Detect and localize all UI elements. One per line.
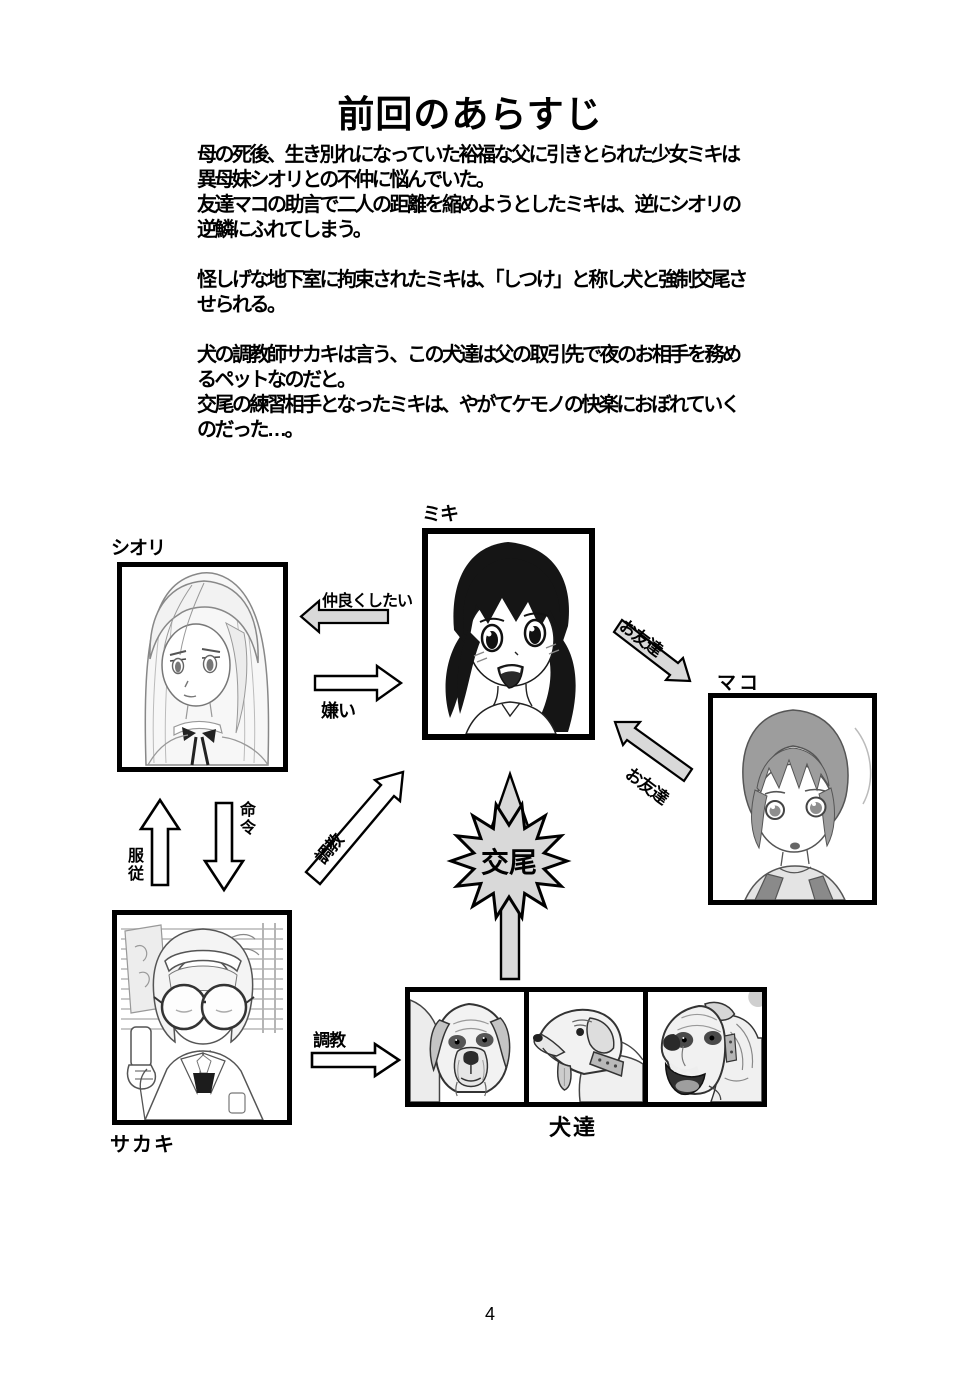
synopsis-line: 逆鱗にふれてしまう。: [197, 219, 373, 241]
mating-starburst: [446, 800, 572, 922]
label-friends-to-miki: お友達: [621, 763, 672, 809]
arrow-obedience: [138, 797, 182, 887]
label-wants-friends: 仲良くしたい: [322, 593, 413, 610]
synopsis-line: のだった…。: [197, 419, 305, 441]
dog-3-portrait: [648, 992, 762, 1102]
label-hate: 嫌い: [321, 701, 356, 721]
dog-1-image: [410, 992, 524, 1102]
page-number: 4: [484, 1304, 495, 1324]
synopsis-line: 怪しげな地下室に拘束されたミキは、「しつけ」と称し犬と強制交尾さ: [197, 269, 748, 291]
synopsis-line: るペットなのだと。: [197, 369, 357, 391]
mako-label: マコ: [717, 673, 762, 694]
sakaki-label: サカキ: [110, 1134, 176, 1156]
label-training-dogs: 調教: [313, 1031, 346, 1050]
label-friends-to-mako: お友達: [615, 615, 666, 661]
shiori-portrait: [117, 562, 288, 772]
dog-1-portrait: [410, 992, 529, 1102]
arrow-hate: [313, 663, 404, 703]
mako-portrait-image: [713, 698, 872, 900]
label-training-miki: 調教: [311, 830, 347, 868]
label-order: 命令: [237, 801, 254, 837]
miki-portrait: [422, 528, 595, 740]
miki-portrait-image: [428, 534, 589, 734]
arrow-training-miki: [304, 770, 405, 886]
arrow-mating: [489, 770, 531, 981]
synopsis-line: せられる。: [197, 294, 287, 316]
dog-2-portrait: [529, 992, 648, 1102]
synopsis-text: 母の死後、生き別れになっていた裕福な父に引きとられた少女ミキは 異母妹シオリとの…: [197, 143, 748, 468]
shiori-label: シオリ: [111, 538, 166, 559]
dogs-label: 犬達: [549, 1115, 598, 1140]
synopsis-line: 犬の調教師サカキは言う、この犬達は父の取引先で夜のお相手を務め: [197, 344, 742, 366]
sakaki-portrait-image: [117, 915, 287, 1120]
synopsis-paragraph: 母の死後、生き別れになっていた裕福な父に引きとられた少女ミキは 異母妹シオリとの…: [197, 143, 742, 243]
synopsis-line: 交尾の練習相手となったミキは、やがてケモノの快楽におぼれていく: [197, 394, 741, 416]
mako-portrait: [708, 693, 877, 905]
synopsis-line: 友達マコの助言で二人の距離を縮めようとしたミキは、逆にシオリの: [197, 194, 742, 216]
synopsis-line: 母の死後、生き別れになっていた裕福な父に引きとられた少女ミキは: [197, 144, 741, 166]
label-obedience: 服従: [125, 847, 142, 883]
shiori-portrait-image: [122, 567, 283, 767]
dogs-portraits: [405, 987, 767, 1107]
page-title: 前回のあらすじ: [337, 92, 603, 136]
miki-label: ミキ: [422, 504, 459, 525]
synopsis-paragraph: 怪しげな地下室に拘束されたミキは、「しつけ」と称し犬と強制交尾さ せられる。: [197, 268, 748, 318]
synopsis-paragraph: 犬の調教師サカキは言う、この犬達は父の取引先で夜のお相手を務め るペットなのだと…: [197, 343, 742, 443]
dog-3-image: [648, 992, 762, 1102]
synopsis-line: 異母妹シオリとの不仲に悩んでいた。: [197, 169, 496, 191]
dog-2-image: [529, 992, 643, 1102]
sakaki-portrait: [112, 910, 292, 1125]
mating-label: 交尾: [481, 846, 537, 878]
